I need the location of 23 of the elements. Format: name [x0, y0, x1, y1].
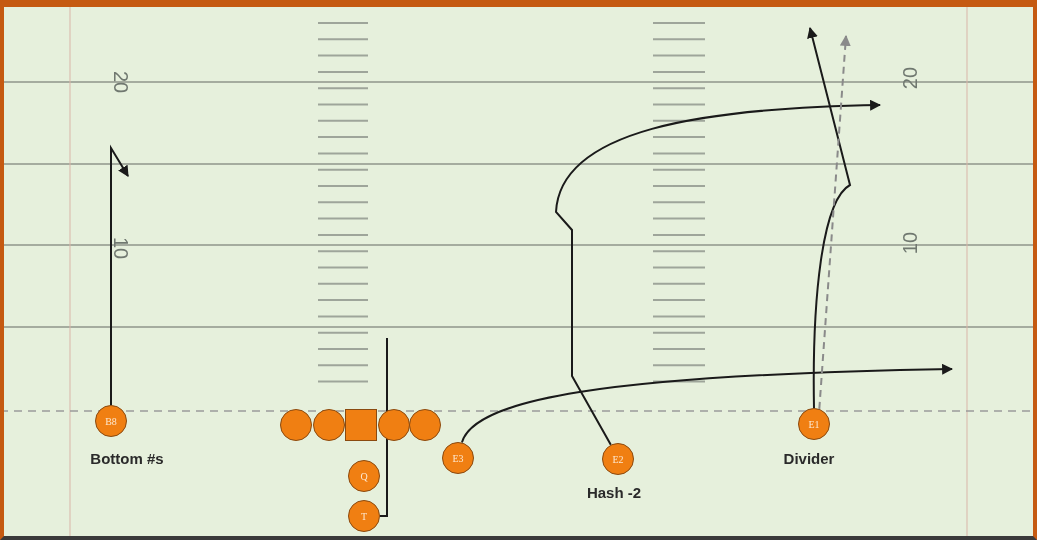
route-arrow [555, 99, 882, 446]
yard-number: 10 [108, 236, 132, 260]
route-arrow [818, 34, 851, 410]
player-marker: E2 [602, 443, 634, 475]
lineman-marker [409, 409, 441, 441]
yard-number: 20 [108, 70, 132, 94]
player-marker: E3 [442, 442, 474, 474]
center-marker [345, 409, 377, 441]
yard-number: 20 [898, 66, 922, 90]
yard-number: 10 [898, 231, 922, 255]
player-caption: Divider [783, 450, 835, 467]
route-arrow [807, 26, 851, 409]
route-arrow [110, 144, 129, 406]
player-marker: B8 [95, 405, 127, 437]
player-marker: T [348, 500, 380, 532]
lineman-marker [313, 409, 345, 441]
player-marker: E1 [798, 408, 830, 440]
lineman-marker [378, 409, 410, 441]
player-caption: Hash -2 [586, 484, 642, 501]
player-caption: Bottom #s [90, 450, 164, 467]
lineman-marker [280, 409, 312, 441]
player-marker: Q [348, 460, 380, 492]
route-arrow [460, 363, 954, 444]
